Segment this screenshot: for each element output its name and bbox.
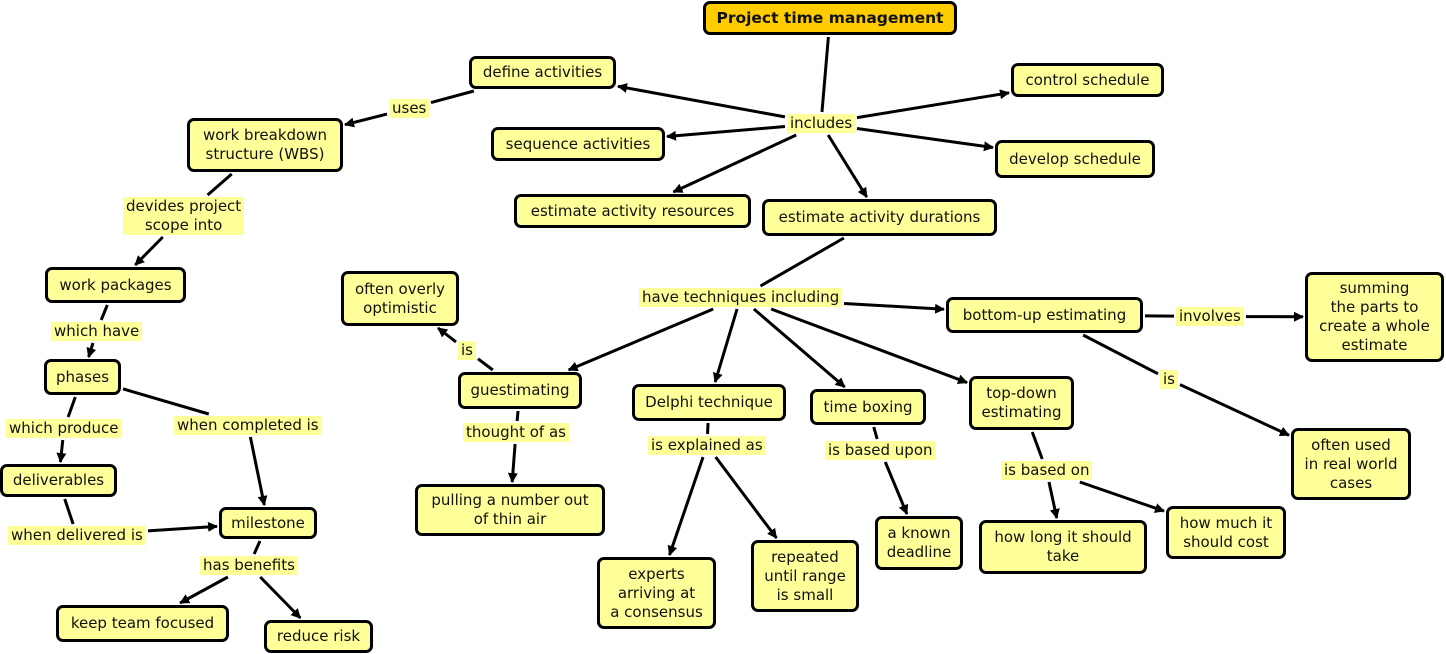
- concept-work-breakdown-structure[interactable]: work breakdown structure (WBS): [187, 118, 343, 172]
- link-label-uses[interactable]: uses: [389, 99, 430, 118]
- connector-devides-to-packages: [134, 235, 164, 267]
- connector-durations-to-have_techniques: [759, 236, 845, 288]
- concept-often-overly-optimistic[interactable]: often overly optimistic: [341, 271, 459, 326]
- connector-has_benefits-to-risk: [259, 575, 302, 620]
- concept-develop-schedule[interactable]: develop schedule: [995, 140, 1155, 178]
- connector-when_completed-to-milestone: [248, 436, 268, 506]
- concept-repeated-until-range-is-small[interactable]: repeated until range is small: [751, 540, 859, 612]
- connector-which_produce-to-deliverables: [56, 439, 67, 463]
- concept-sequence-activities[interactable]: sequence activities: [491, 127, 665, 161]
- link-label-is-explained-as[interactable]: is explained as: [648, 436, 766, 455]
- connector-includes-to-resources: [672, 133, 797, 194]
- link-label-thought-of-as[interactable]: thought of as: [463, 423, 569, 442]
- concept-top-down-estimating[interactable]: top-down estimating: [969, 376, 1074, 430]
- concept-often-used-in-real-world-cases[interactable]: often used in real world cases: [1291, 428, 1411, 500]
- link-label-has-benefits[interactable]: has benefits: [200, 556, 298, 575]
- concept-how-much-it-should-cost[interactable]: how much it should cost: [1166, 506, 1286, 559]
- connector-have_techniques-to-timebox: [752, 307, 846, 389]
- link-label-which-produce[interactable]: which produce: [6, 419, 122, 438]
- connector-is_real-to-realworld: [1179, 383, 1290, 437]
- connector-delphi-to-explained: [706, 422, 710, 435]
- connector-wbs-to-devides: [206, 172, 233, 197]
- link-label-involves[interactable]: involves: [1176, 307, 1244, 326]
- connector-have_techniques-to-delphi: [712, 308, 739, 383]
- connector-based_on-to-howmuch: [1079, 480, 1165, 513]
- connector-have_techniques-to-topdown: [770, 307, 968, 385]
- connector-deliverables-to-when_delivered: [63, 498, 75, 525]
- connector-based_upon-to-deadline: [883, 461, 909, 515]
- connector-have_techniques-to-bottomup: [843, 301, 945, 314]
- link-label-which-have[interactable]: which have: [51, 322, 143, 341]
- concept-how-long-it-should-take[interactable]: how long it should take: [979, 520, 1147, 574]
- connector-includes-to-durations: [826, 134, 869, 198]
- link-label-have-techniques-including[interactable]: have techniques including: [639, 288, 843, 307]
- connector-bottomup-to-is_real: [1082, 333, 1159, 376]
- link-label-is-based-on[interactable]: is based on: [1001, 461, 1093, 480]
- connector-guess-to-is_opt: [477, 357, 494, 372]
- connector-milestone-to-has_benefits: [252, 540, 262, 555]
- concept-experts-arriving-at-consensus[interactable]: experts arriving at a consensus: [597, 557, 716, 629]
- concept-milestone[interactable]: milestone: [219, 507, 317, 539]
- concept-a-known-deadline[interactable]: a known deadline: [875, 516, 963, 570]
- concept-keep-team-focused[interactable]: keep team focused: [56, 605, 229, 642]
- concept-delphi-technique[interactable]: Delphi technique: [632, 384, 786, 421]
- connector-timebox-to-based_upon: [872, 426, 879, 440]
- concept-estimate-activity-resources[interactable]: estimate activity resources: [514, 194, 751, 228]
- connector-topdown-to-based_on: [1030, 431, 1044, 460]
- connector-define-to-uses: [430, 89, 475, 105]
- link-label-when-delivered-is[interactable]: when delivered is: [8, 526, 146, 545]
- connector-includes-to-control: [856, 89, 1010, 120]
- connector-phases-to-when_completed: [122, 387, 210, 416]
- concept-define-activities[interactable]: define activities: [469, 56, 616, 89]
- connector-uses-to-wbs: [344, 112, 388, 128]
- concept-bottom-up-estimating[interactable]: bottom-up estimating: [946, 297, 1143, 333]
- concept-reduce-risk[interactable]: reduce risk: [264, 620, 373, 653]
- connector-explained-to-repeated: [714, 456, 778, 539]
- concept-summing-the-parts[interactable]: summing the parts to create a whole esti…: [1305, 272, 1444, 362]
- connector-is_opt-to-optimistic: [437, 326, 457, 344]
- connector-packages-to-which_have: [99, 304, 109, 321]
- connector-when_delivered-to-milestone: [147, 521, 218, 533]
- concept-phases[interactable]: phases: [44, 359, 121, 395]
- link-label-is-based-upon[interactable]: is based upon: [825, 441, 936, 460]
- connector-explained-to-experts: [667, 456, 705, 556]
- concept-control-schedule[interactable]: control schedule: [1011, 63, 1164, 97]
- link-label-when-completed-is[interactable]: when completed is: [174, 416, 322, 435]
- concept-project-time-management[interactable]: Project time management: [703, 1, 957, 35]
- concept-deliverables[interactable]: deliverables: [0, 464, 117, 497]
- link-label-includes[interactable]: includes: [787, 114, 856, 133]
- concept-guestimating[interactable]: guestimating: [458, 372, 582, 409]
- connector-root-to-includes: [820, 36, 830, 113]
- connector-includes-to-define: [617, 83, 786, 119]
- concept-estimate-activity-durations[interactable]: estimate activity durations: [762, 199, 997, 236]
- connector-includes-to-sequence: [666, 125, 786, 141]
- concept-pulling-a-number-out-of-thin-air[interactable]: pulling a number out of thin air: [415, 484, 605, 536]
- link-label-devides-project-scope-into[interactable]: devides project scope into: [123, 197, 245, 235]
- concept-work-packages[interactable]: work packages: [45, 267, 186, 303]
- connector-guess-to-thought_of: [515, 410, 520, 422]
- connector-includes-to-develop: [856, 127, 994, 152]
- link-label-is-real-world[interactable]: is: [1160, 370, 1178, 389]
- concept-time-boxing[interactable]: time boxing: [810, 389, 926, 425]
- connector-have_techniques-to-guess: [567, 307, 714, 372]
- connector-which_have-to-phases: [86, 342, 97, 358]
- link-label-is-optimistic[interactable]: is: [458, 341, 476, 360]
- connector-thought_of-to-thinair: [507, 443, 518, 483]
- connector-phases-to-which_produce: [66, 396, 77, 418]
- connector-based_on-to-howlong: [1047, 481, 1060, 519]
- connector-has_benefits-to-focused: [179, 575, 229, 605]
